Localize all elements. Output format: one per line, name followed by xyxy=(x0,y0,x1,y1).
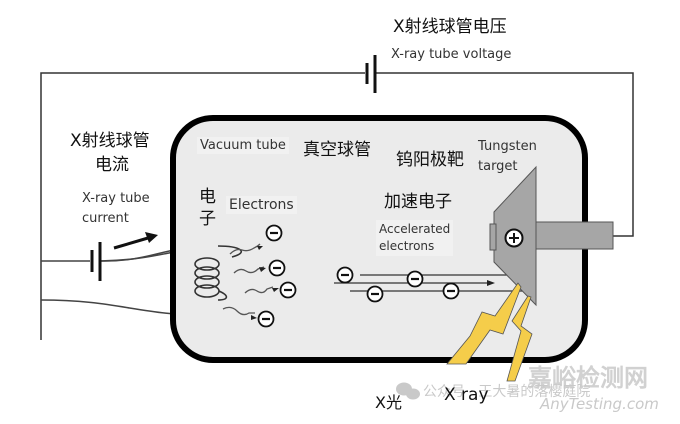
current-label-en-line1: X-ray tube xyxy=(82,191,150,206)
xray-bolt-icon xyxy=(446,282,522,365)
emitted-electron-arrowheads xyxy=(251,246,279,320)
tungsten-target-label-en-line2: target xyxy=(478,159,518,174)
xray-label-zh: X光 xyxy=(375,393,402,412)
tungsten-target-label-zh: 钨阳极靶 xyxy=(396,150,464,170)
electrons-label-en: Electrons xyxy=(226,196,297,214)
emitted-electron-paths xyxy=(222,243,274,316)
electron-minus-signs xyxy=(262,231,455,321)
accelerated-electrons-label-zh: 加速电子 xyxy=(384,192,452,212)
xray-label-en: X ray xyxy=(444,385,489,405)
watermark-site-zh: 嘉峪检测网 xyxy=(528,364,648,392)
xray-bolt-icon xyxy=(506,295,533,382)
tungsten-target-label-en-line1: Tungsten xyxy=(478,139,537,154)
electrons-label-zh-line1: 电 xyxy=(199,187,216,207)
accelerated-electrons-label-en: Accelerated electrons xyxy=(376,220,454,256)
watermark-wechat-text: 公众号 · 王大暑的落樱庭院 xyxy=(423,384,591,400)
watermark-site-en: AnyTesting.com xyxy=(540,395,659,413)
voltage-label-en: X-ray tube voltage xyxy=(391,47,512,62)
voltage-label-zh: X射线球管电压 xyxy=(393,17,507,37)
current-label-en-line2: current xyxy=(82,211,129,226)
current-direction-arrow-icon xyxy=(113,232,158,250)
accelerated-electrons-label-en-line1: Accelerated xyxy=(379,222,451,236)
voltage-circuit-wire xyxy=(40,72,634,340)
voltage-battery-icon xyxy=(365,55,377,93)
vacuum-tube-label-en: Vacuum tube xyxy=(197,137,289,154)
current-label-zh-line1: X射线球管 xyxy=(70,131,150,151)
current-battery-icon xyxy=(90,242,102,281)
anode-positive-icon xyxy=(504,228,524,248)
electrons-label-zh-line2: 子 xyxy=(199,209,216,229)
current-label-zh-line2: 电流 xyxy=(95,155,129,175)
accelerated-electrons-label-en-line2: electrons xyxy=(379,239,435,253)
wechat-watermark-icon xyxy=(396,382,420,400)
vacuum-tube-label-zh: 真空球管 xyxy=(303,140,371,160)
